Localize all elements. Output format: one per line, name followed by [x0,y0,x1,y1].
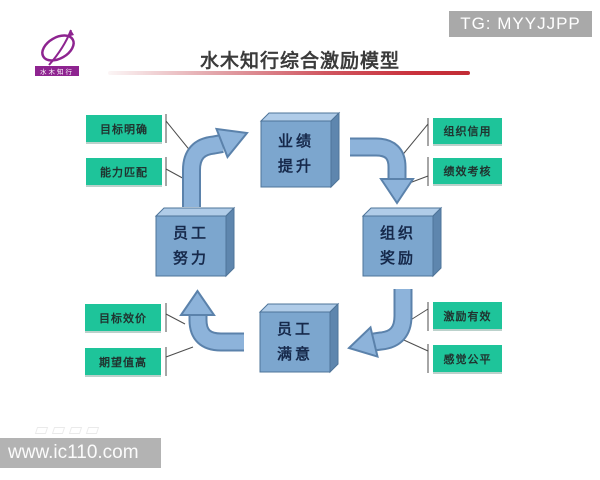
title-underline [108,71,470,75]
factor-org-credit: 组织信用 [433,118,502,144]
page-title: 水木知行综合激励模型 [199,51,400,72]
factor-expectation-high: 期望值高 [85,348,161,375]
box-label-line: 组织 [379,225,416,242]
tg-badge: TG: MYYJJPP [449,11,592,37]
box-label-line: 努力 [172,250,209,267]
arrow-reward-to-satisfaction [347,289,413,359]
box-label-line: 提升 [277,158,314,175]
box3d-org-reward [361,206,443,278]
box-label-performance: 业绩 提升 [261,121,331,187]
box-label-line: 奖励 [379,250,416,267]
factor-goal-clear: 目标明确 [86,115,162,142]
arrow-performance-to-reward [350,137,415,205]
factor-incentive-effective: 激励有效 [433,302,502,329]
company-logo-icon: 水木知行 [35,29,79,76]
box3d-employee-effort [154,206,236,278]
faint-watermark-marks [34,421,106,434]
box-label-employee-effort: 员工 努力 [156,216,226,276]
box-label-org-reward: 组织 奖励 [363,216,433,276]
factor-goal-valence: 目标效价 [85,304,161,331]
connector-lines-bottom-left [165,303,194,376]
box-label-line: 业绩 [277,133,314,150]
factor-performance-review: 绩效考核 [433,158,502,184]
watermark-url: www.ic110.com [0,438,161,468]
box-label-line: 员工 [276,321,313,338]
box3d-performance [259,111,341,189]
connector-lines-top-right [399,118,429,186]
box3d-employee-satisfaction [258,302,340,374]
arrow-effort-to-performance [182,127,249,207]
box-label-line: 员工 [172,225,209,242]
logo-banner-text: 水木知行 [40,67,74,76]
factor-ability-match: 能力匹配 [86,158,162,185]
box-label-line: 满意 [276,346,313,363]
arrow-satisfaction-to-effort [179,289,244,352]
factor-feel-fair: 感觉公平 [433,345,502,372]
box-label-employee-satisfaction: 员工 满意 [260,312,330,372]
